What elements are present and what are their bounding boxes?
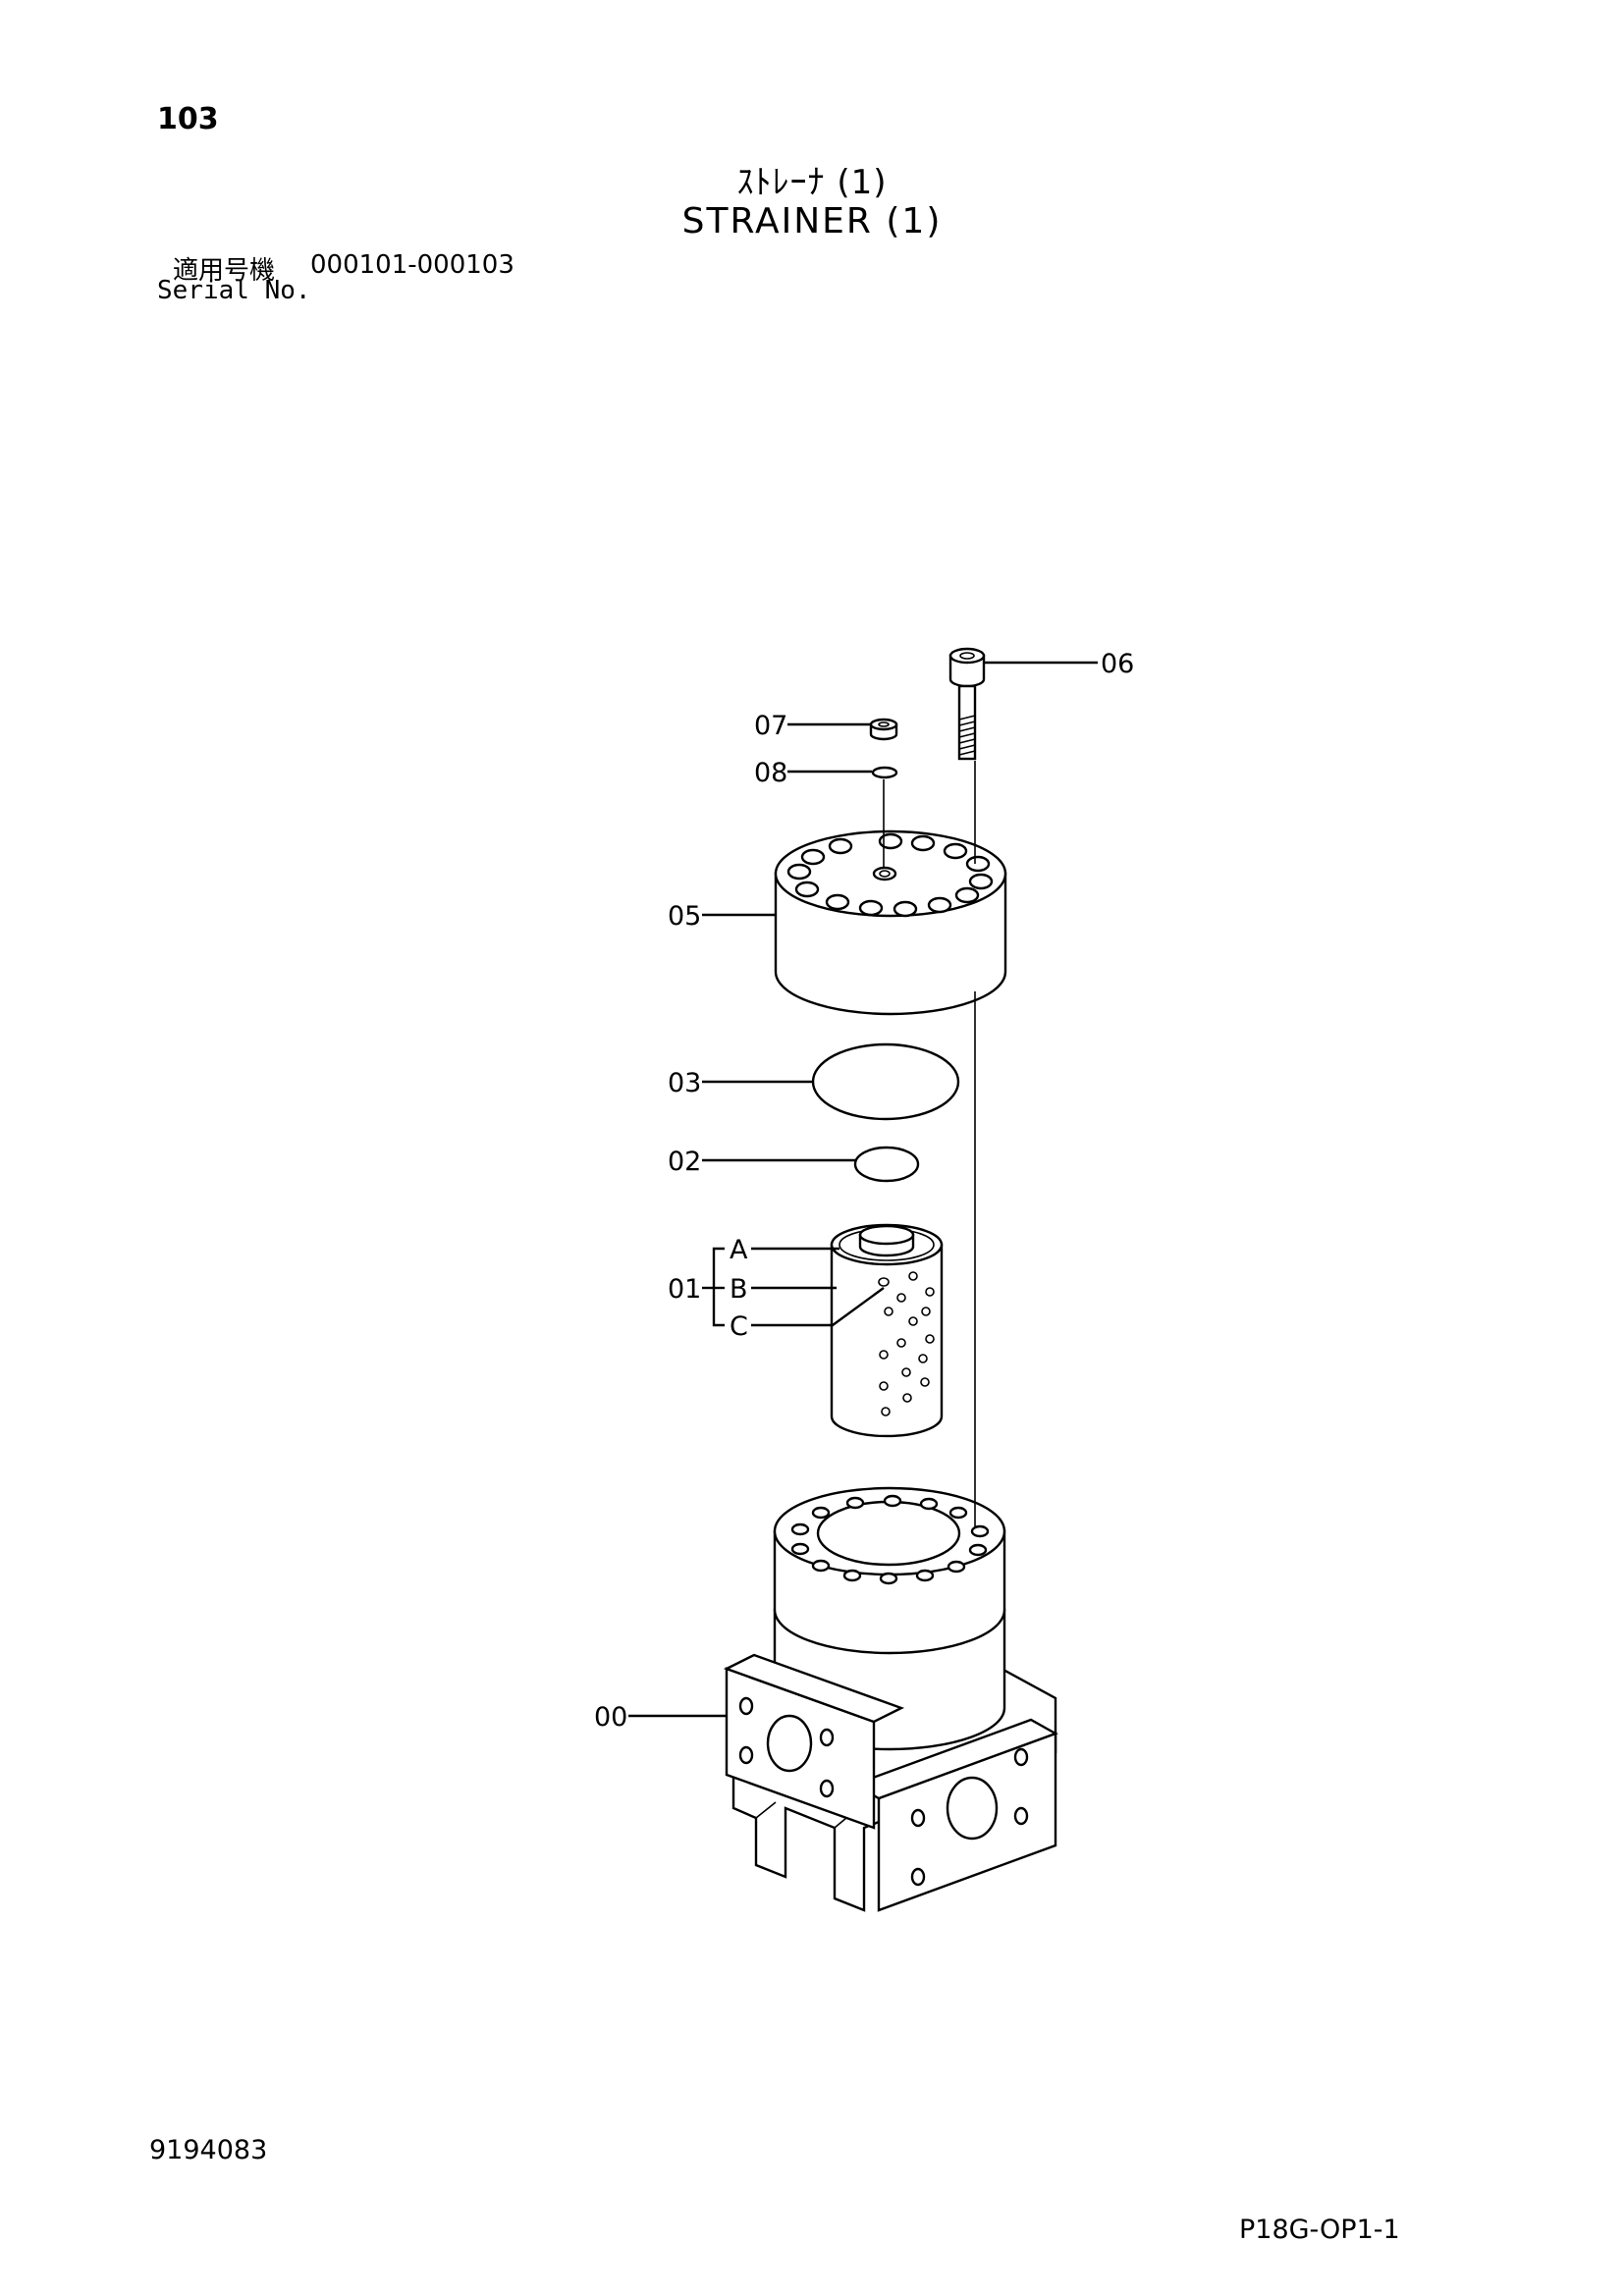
part-02-disc <box>853 1146 920 1183</box>
title-japanese: ｽﾄﾚｰﾅ (1) <box>736 163 888 202</box>
serial-label-japanese: 適用号機 <box>173 256 276 286</box>
part-01-strainer-element <box>830 1223 944 1438</box>
callout-00: 00 <box>594 1702 627 1733</box>
page-code: P18G-OP1-1 <box>1239 2215 1400 2245</box>
cover-bolt-holes <box>786 832 994 918</box>
callout-01: 01 <box>668 1274 701 1305</box>
callout-08: 08 <box>754 758 787 788</box>
page-number: 103 <box>157 102 219 136</box>
flange-bolt-holes <box>790 1494 990 1585</box>
drawing-code: 9194083 <box>149 2135 268 2165</box>
callout-01-sub-a: A <box>730 1235 748 1265</box>
assembly-center-lines <box>883 761 976 1527</box>
part-05-cover <box>774 829 1007 1016</box>
callout-03: 03 <box>668 1068 701 1098</box>
serial-label-english: Serial No. <box>157 276 311 305</box>
callout-06: 06 <box>1101 649 1134 679</box>
callout-01-sub-c: C <box>730 1311 748 1342</box>
part-06-cap-screw <box>948 647 986 761</box>
callout-01-sub-b: B <box>730 1274 748 1305</box>
callout-02: 02 <box>668 1147 701 1177</box>
serial-range: 000101-000103 <box>310 250 514 280</box>
leader-lines <box>628 661 1098 1718</box>
strainer-perforations <box>878 1271 935 1416</box>
part-08-o-ring <box>871 766 898 779</box>
part-00-housing <box>723 1486 1058 1912</box>
callout-05: 05 <box>668 901 701 932</box>
part-03-large-o-ring <box>811 1042 960 1121</box>
part-07-plug <box>869 718 898 741</box>
title-english: STRAINER (1) <box>681 201 943 241</box>
callout-07: 07 <box>754 711 787 741</box>
